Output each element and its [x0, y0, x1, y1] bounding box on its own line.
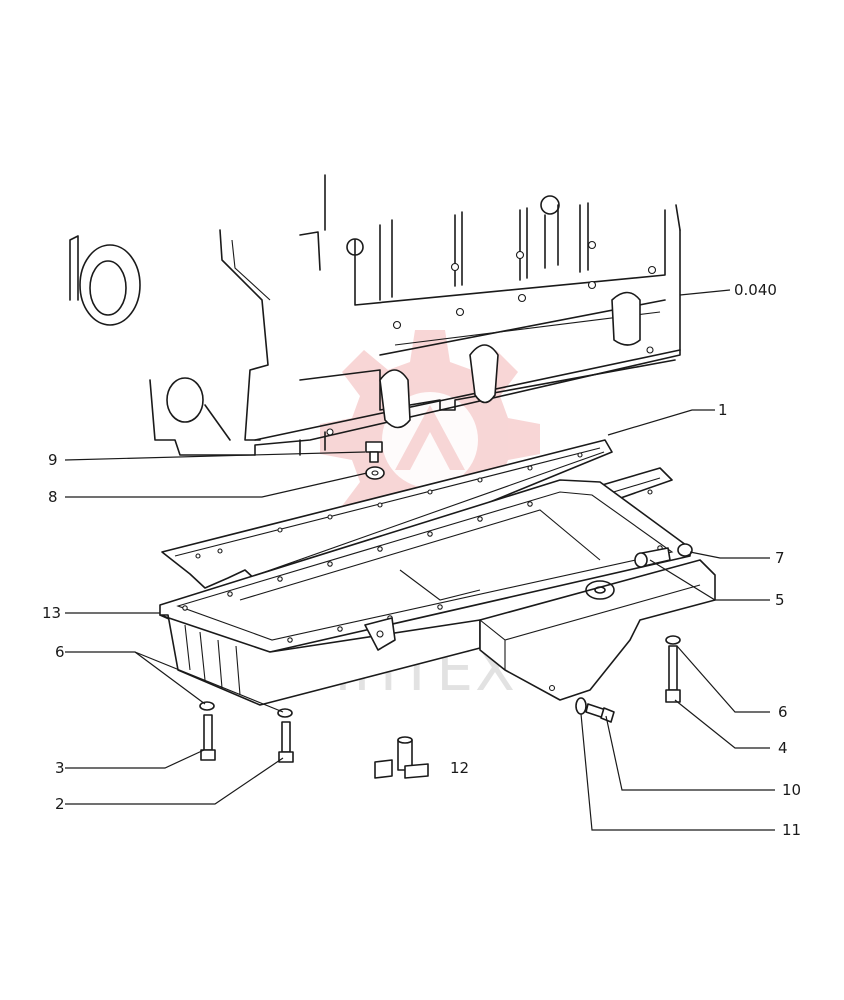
label-12: 12 [450, 759, 469, 777]
label-3: 3 [55, 759, 65, 777]
label-7: 7 [775, 549, 785, 567]
label-13: 13 [42, 604, 61, 622]
screw-9 [365, 441, 383, 463]
bolt-4 [665, 645, 681, 703]
label-8: 8 [48, 488, 58, 506]
label-10: 10 [782, 781, 801, 799]
label-block-ref: 0.040 [734, 281, 777, 299]
leader-0040 [679, 289, 731, 296]
washer-6-left-a [199, 701, 215, 711]
engine-block [69, 174, 681, 456]
drain-plug-10 [585, 703, 615, 723]
label-5: 5 [775, 591, 785, 609]
label-11: 11 [782, 821, 801, 839]
label-1: 1 [718, 401, 728, 419]
washer-11 [575, 697, 587, 715]
label-4: 4 [778, 739, 788, 757]
label-6-left: 6 [55, 643, 65, 661]
leader-lines [64, 409, 775, 831]
plug-7 [677, 543, 693, 557]
washer-6-right [665, 635, 681, 645]
bolt-3 [200, 714, 216, 761]
stud-bracket-12 [374, 736, 429, 779]
bolt-2 [278, 721, 294, 763]
label-2: 2 [55, 795, 65, 813]
label-6-right: 6 [778, 703, 788, 721]
screw-5 [634, 547, 671, 568]
label-9: 9 [48, 451, 58, 469]
oil-pan [159, 479, 716, 706]
